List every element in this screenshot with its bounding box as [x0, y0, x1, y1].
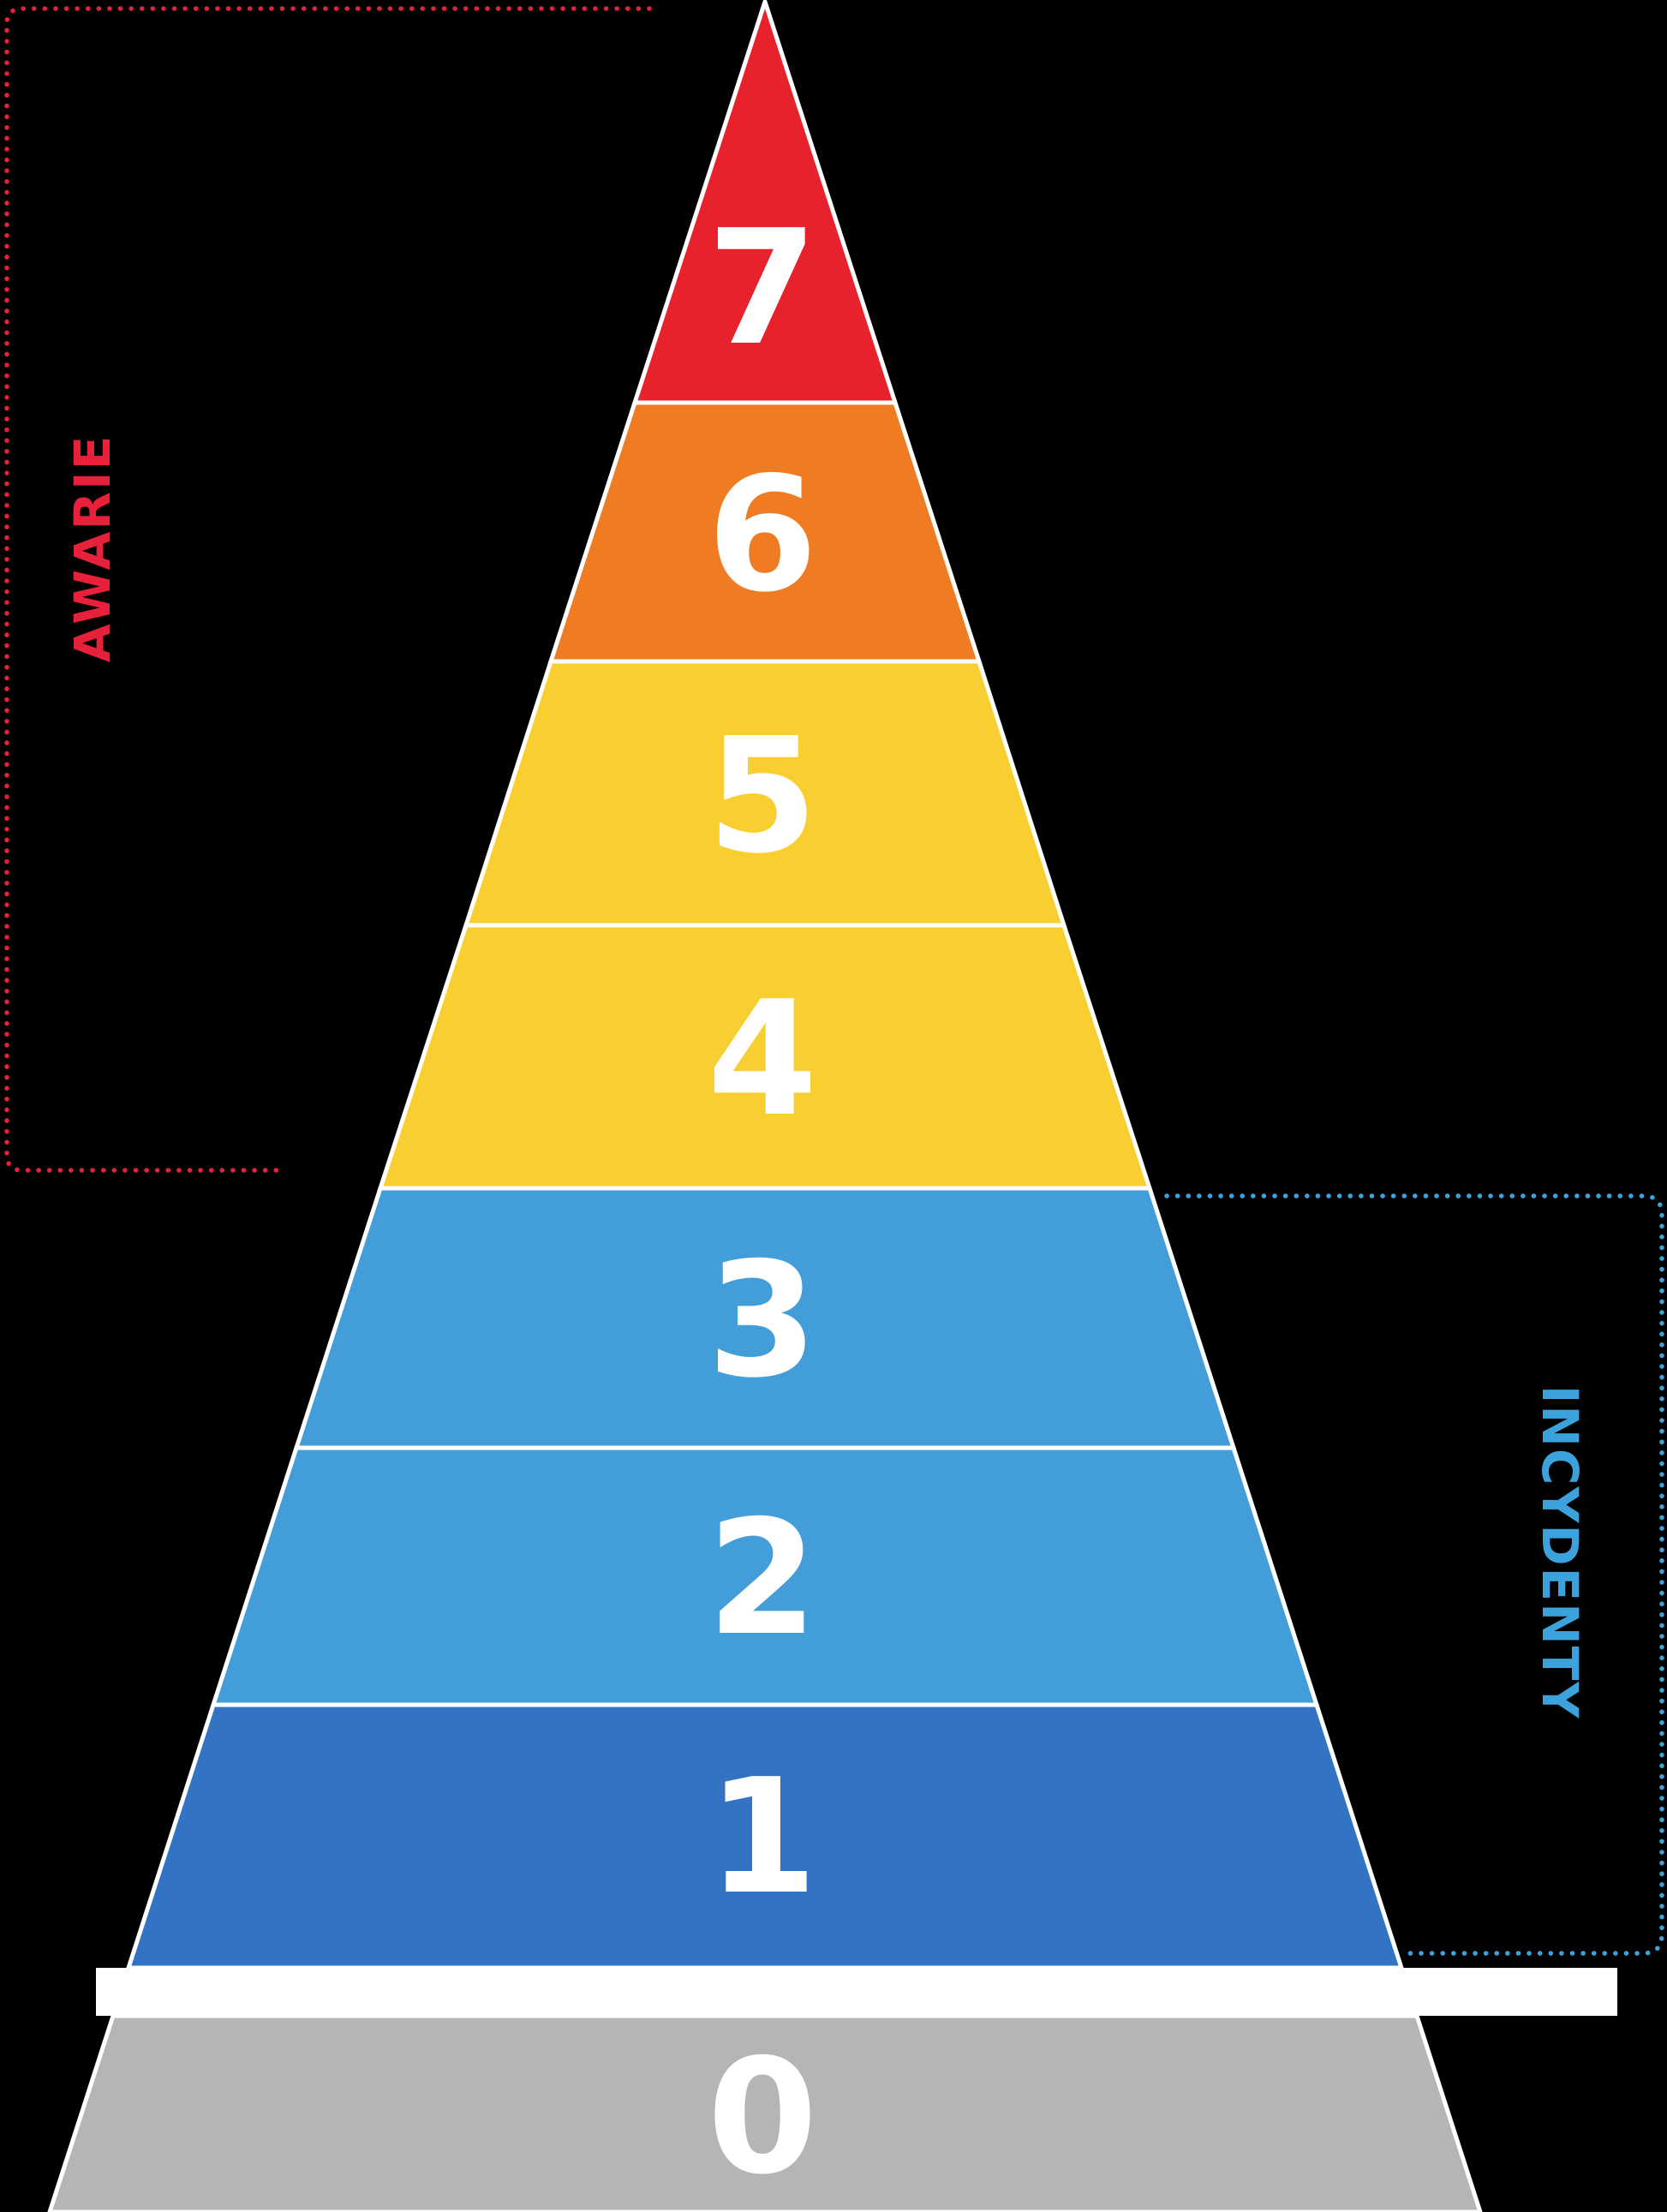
level-2-label: 2: [708, 1486, 818, 1671]
level-1-label: 1: [708, 1744, 818, 1929]
awarie-label: AWARIE: [63, 434, 122, 662]
level-6-label: 6: [708, 442, 818, 627]
level-0-label: 0: [708, 2024, 818, 2209]
scale-divider-bar: [96, 1968, 1617, 2016]
level-3-label: 3: [708, 1228, 818, 1413]
level-5-label: 5: [708, 703, 818, 888]
incydenty-bracket-outline: [1164, 1193, 1664, 1956]
incydenty-label: INCYDENTY: [1531, 1385, 1589, 1720]
level-7-label: 7: [708, 195, 818, 380]
awarie-bracket-outline: [4, 6, 652, 1173]
level-4-label: 4: [708, 966, 818, 1151]
